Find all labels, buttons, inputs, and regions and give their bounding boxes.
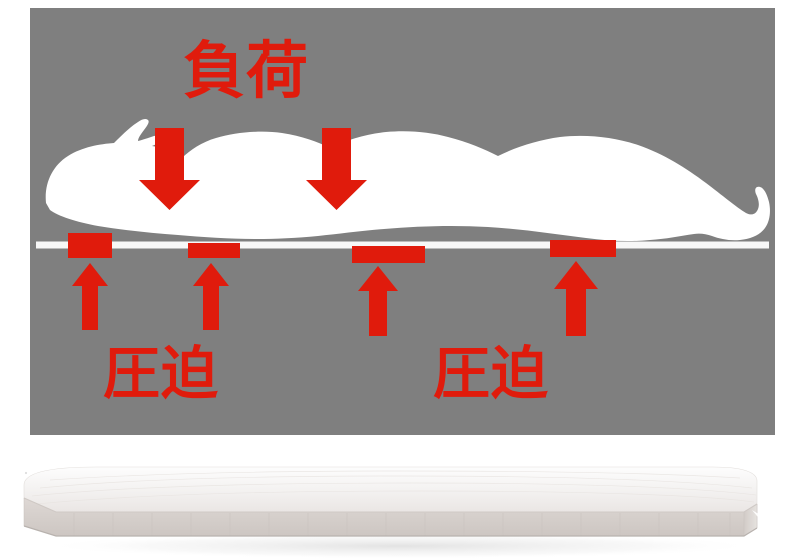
mattress-photo-area xyxy=(0,440,800,559)
load-arrow-chest-icon xyxy=(139,128,200,210)
body-silhouette xyxy=(45,118,770,242)
compression-label-left: 圧迫 xyxy=(103,341,219,407)
mattress-bottom-piping xyxy=(23,525,758,537)
compression-label-right: 圧迫 xyxy=(433,341,549,407)
mattress-floor-shadow xyxy=(40,533,760,559)
body-diagram-svg xyxy=(36,118,770,336)
pressure-diagram-panel: 負荷 圧迫 圧迫 xyxy=(30,8,775,435)
pressure-block-legs xyxy=(550,240,616,257)
photo-speck xyxy=(24,471,28,475)
load-arrow-hip-icon xyxy=(306,128,367,210)
support-surface-line xyxy=(36,241,769,249)
mattress-side-ribs xyxy=(73,513,731,536)
support-arrow-head-icon xyxy=(72,263,108,330)
support-arrow-hip-icon xyxy=(358,266,398,336)
pressure-block-head xyxy=(68,233,112,258)
mattress-illustration xyxy=(23,466,772,559)
mattress-quilt-texture xyxy=(31,470,757,505)
mattress-corner-highlight xyxy=(752,510,772,536)
load-label: 負荷 xyxy=(183,34,310,107)
mattress-top-piping xyxy=(23,497,758,513)
pressure-block-shoulder xyxy=(188,243,240,258)
pressure-block-hip xyxy=(352,246,425,263)
support-arrow-shoulder-icon xyxy=(193,263,229,330)
support-arrow-legs-icon xyxy=(554,261,598,336)
